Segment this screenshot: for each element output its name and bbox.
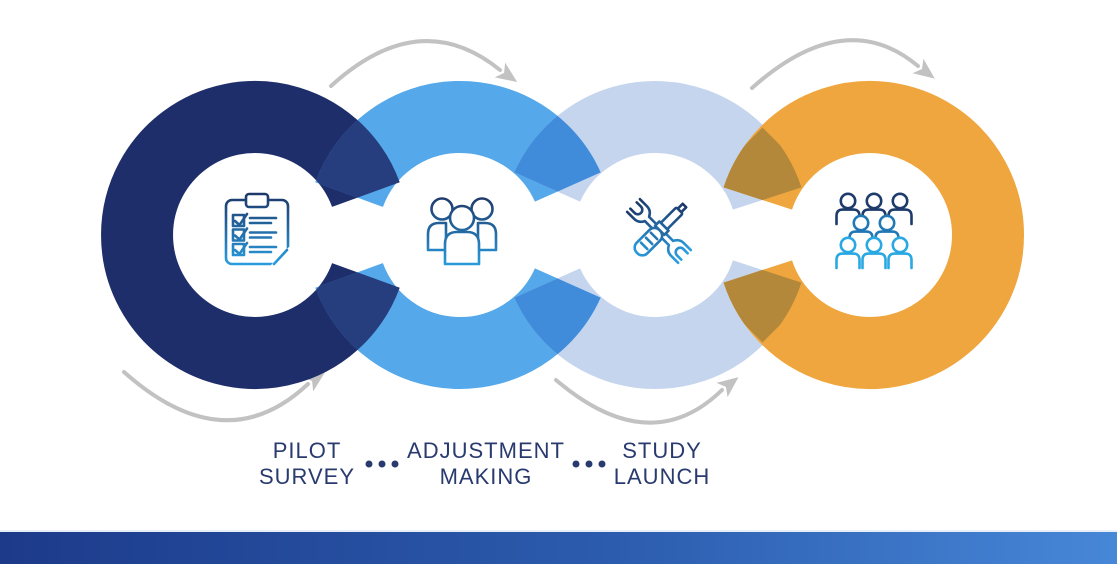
- dot-icon: [378, 460, 386, 468]
- screwdriver-icon: [633, 202, 688, 257]
- clipboard-checklist-icon: [224, 192, 292, 268]
- step-label-pilot-survey: PILOT SURVEY: [259, 438, 355, 490]
- flow-arrow-bottom-middle: [554, 377, 739, 425]
- step-label-line: PILOT: [272, 438, 342, 463]
- flow-arrow-top-left: [329, 39, 518, 88]
- dot-icon: [585, 460, 593, 468]
- dot-icon: [365, 460, 373, 468]
- dot-icon: [598, 460, 606, 468]
- step-label-line: SURVEY: [258, 464, 356, 489]
- audience-row-back: [835, 192, 913, 226]
- separator-dots: [572, 460, 606, 468]
- flow-arrow-top-right: [750, 38, 935, 90]
- footer-bar: [0, 530, 1117, 564]
- separator-dots: [365, 460, 399, 468]
- step-label-line: STUDY: [622, 438, 702, 463]
- step-label-line: ADJUSTMENT: [407, 438, 565, 463]
- dot-icon: [391, 460, 399, 468]
- step-label-study-launch: STUDY LAUNCH: [614, 438, 710, 490]
- wrench-screwdriver-icon: [625, 197, 693, 265]
- ring-4-study-launch: [723, 81, 1024, 389]
- arrowhead-icon: [912, 58, 935, 79]
- overlap-ring2-ring3: [496, 97, 601, 373]
- audience-icon: [835, 192, 913, 270]
- people-group-icon: [426, 197, 498, 266]
- arrowhead-icon: [716, 377, 739, 398]
- step-label-adjustment-making: ADJUSTMENT MAKING: [407, 438, 565, 490]
- arrowhead-icon: [494, 62, 518, 83]
- overlap-ring1-ring2: [298, 105, 400, 365]
- step-label-line: MAKING: [439, 464, 533, 489]
- overlap-ring3-ring4: [712, 126, 802, 344]
- ring-1-pilot-survey: [101, 81, 400, 389]
- audience-row-front: [835, 236, 913, 270]
- step-label-line: LAUNCH: [613, 464, 711, 489]
- dot-icon: [572, 460, 580, 468]
